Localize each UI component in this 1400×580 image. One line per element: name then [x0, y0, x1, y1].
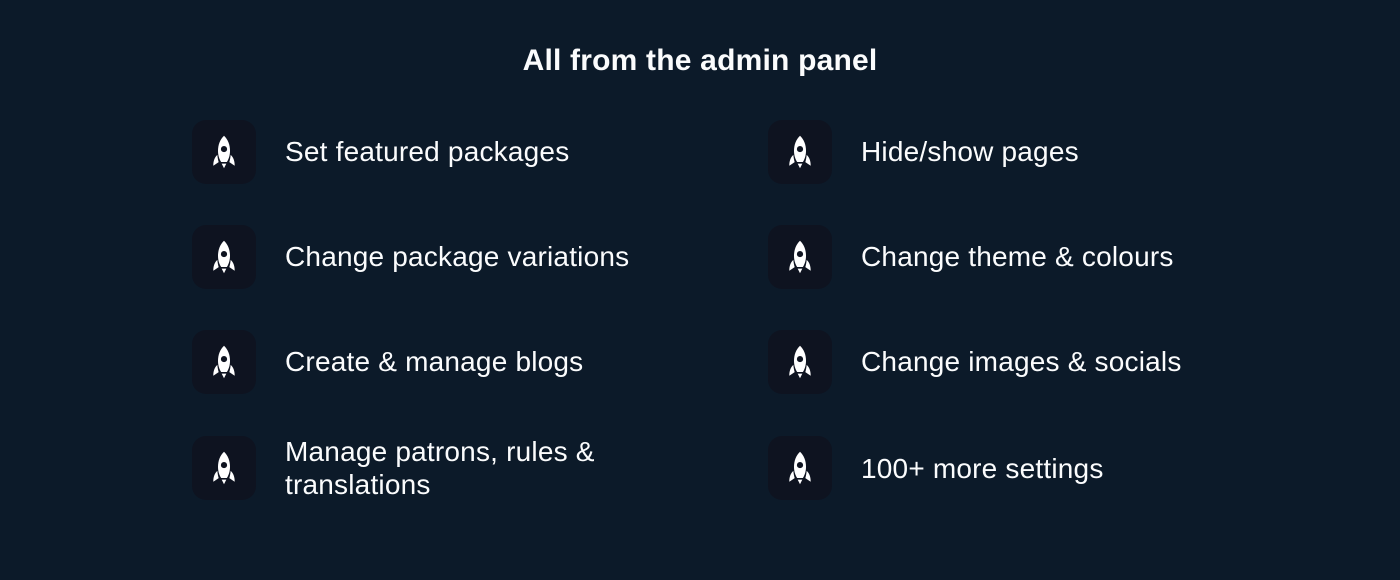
rocket-icon [192, 225, 256, 289]
feature-grid: Set featured packages Hide/show pages Ch… [124, 120, 1276, 501]
feature-label: Create & manage blogs [285, 346, 584, 378]
feature-item-set-featured-packages: Set featured packages [124, 120, 700, 184]
feature-item-manage-patrons-rules-translations: Manage patrons, rules & translations [124, 435, 700, 501]
feature-label: Set featured packages [285, 136, 570, 168]
rocket-icon [768, 225, 832, 289]
rocket-icon [192, 330, 256, 394]
rocket-icon [768, 120, 832, 184]
section-heading: All from the admin panel [522, 44, 878, 77]
feature-item-change-package-variations: Change package variations [124, 225, 700, 289]
feature-item-change-images-socials: Change images & socials [700, 330, 1276, 394]
feature-item-change-theme-colours: Change theme & colours [700, 225, 1276, 289]
feature-label: Change theme & colours [861, 241, 1174, 273]
feature-label: Manage patrons, rules & translations [285, 436, 595, 501]
rocket-icon [768, 436, 832, 501]
rocket-icon [768, 330, 832, 394]
feature-item-hide-show-pages: Hide/show pages [700, 120, 1276, 184]
feature-item-create-manage-blogs: Create & manage blogs [124, 330, 700, 394]
feature-label: Change package variations [285, 241, 630, 273]
rocket-icon [192, 120, 256, 184]
feature-item-100-more-settings: 100+ more settings [700, 435, 1276, 501]
rocket-icon [192, 436, 256, 501]
feature-label: Change images & socials [861, 346, 1182, 378]
feature-label: 100+ more settings [861, 452, 1104, 484]
feature-label: Hide/show pages [861, 136, 1079, 168]
